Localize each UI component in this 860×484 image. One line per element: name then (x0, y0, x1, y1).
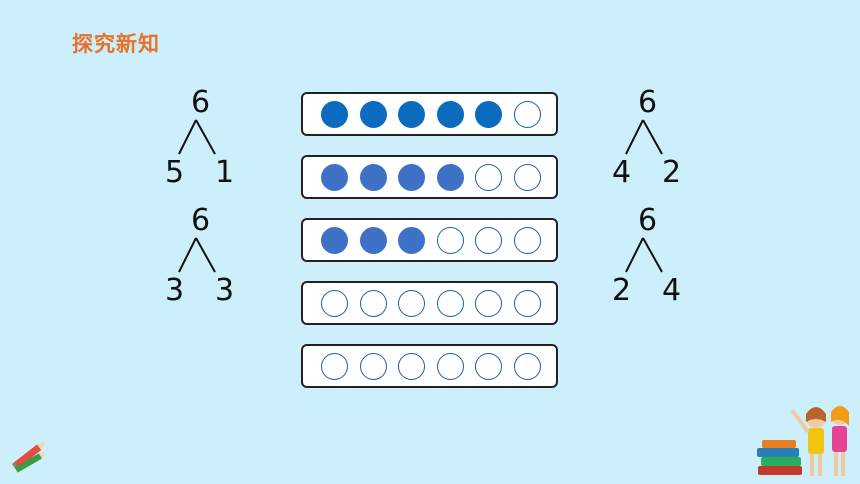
empty-counter (513, 353, 541, 380)
empty-counter (436, 353, 464, 380)
empty-counter (359, 353, 387, 380)
filled-counter (321, 227, 348, 254)
filled-counter (321, 101, 348, 128)
tree-part-right: 3 (215, 273, 235, 308)
filled-counter (321, 164, 348, 191)
number-tree: 6 5 1 (165, 88, 245, 188)
empty-counter (436, 290, 464, 317)
counter-frame (301, 92, 558, 136)
kids-with-books-illustration (757, 406, 849, 476)
empty-counter (321, 290, 348, 317)
counter-frame (301, 155, 558, 199)
pencils-icon (11, 442, 47, 473)
tree-part-left: 4 (612, 155, 632, 190)
tree-part-right: 2 (662, 155, 682, 190)
filled-counter (359, 101, 387, 128)
empty-counter (359, 290, 387, 317)
empty-counter (475, 290, 502, 317)
empty-counter (513, 164, 541, 191)
tree-branches (625, 237, 663, 273)
filled-counter (359, 164, 387, 191)
empty-counter (475, 164, 502, 191)
tree-whole: 6 (191, 203, 211, 238)
empty-counter (398, 353, 425, 380)
tree-part-left: 3 (165, 273, 185, 308)
tree-branches (178, 119, 216, 155)
empty-counter (321, 353, 348, 380)
counter-frame (301, 281, 558, 325)
empty-counter (398, 290, 425, 317)
number-tree: 6 3 3 (165, 206, 245, 306)
tree-branches (178, 237, 216, 273)
number-tree: 6 4 2 (612, 88, 692, 188)
empty-counter (513, 101, 541, 128)
tree-part-left: 2 (612, 273, 632, 308)
empty-counter (475, 227, 502, 254)
tree-whole: 6 (638, 203, 658, 238)
filled-counter (398, 101, 425, 128)
counter-frame (301, 218, 558, 262)
tree-part-right: 4 (662, 273, 682, 308)
page-title: 探究新知 (72, 32, 160, 56)
empty-counter (513, 227, 541, 254)
tree-whole: 6 (638, 85, 658, 120)
filled-counter (436, 164, 464, 191)
counter-frame (301, 344, 558, 388)
tree-whole: 6 (191, 85, 211, 120)
filled-counter (436, 101, 464, 128)
filled-counter (398, 227, 425, 254)
filled-counter (359, 227, 387, 254)
filled-counter (398, 164, 425, 191)
filled-counter (475, 101, 502, 128)
tree-branches (625, 119, 663, 155)
tree-part-right: 1 (215, 155, 235, 190)
number-tree: 6 2 4 (612, 206, 692, 306)
empty-counter (436, 227, 464, 254)
empty-counter (513, 290, 541, 317)
tree-part-left: 5 (165, 155, 185, 190)
empty-counter (475, 353, 502, 380)
